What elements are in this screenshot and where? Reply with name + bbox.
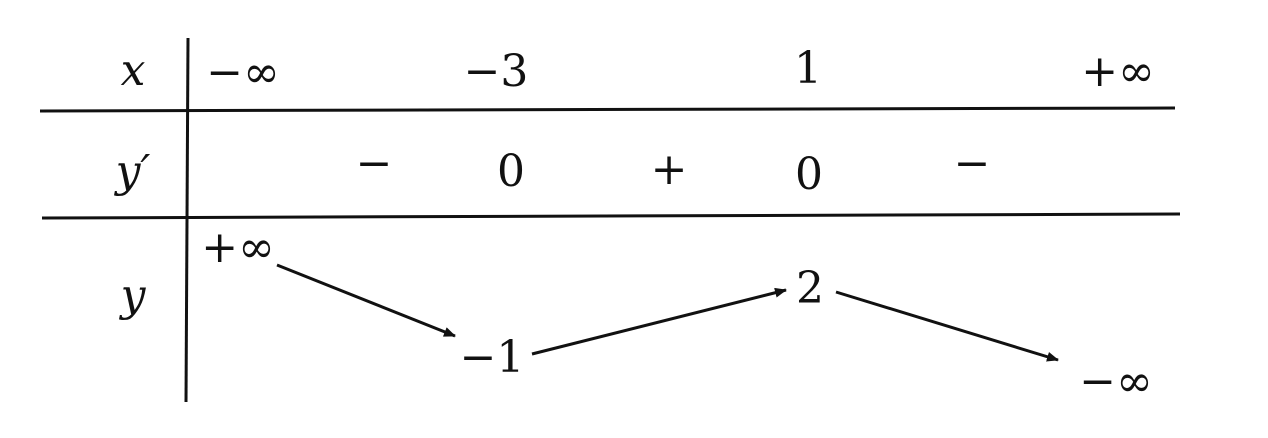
arrow-increasing [531, 287, 787, 356]
arrow-decreasing-1 [276, 263, 456, 338]
arrow-decreasing-2 [835, 290, 1059, 362]
yprime-zero-1: 0 [497, 146, 525, 197]
yprime-sign-2: + [650, 144, 688, 195]
x-value-neg-infinity: −∞ [206, 47, 280, 98]
x-value-neg-3: −3 [463, 46, 529, 97]
yprime-sign-1: − [355, 138, 393, 189]
y-value-start: +∞ [201, 222, 275, 273]
row-divider-bottom [41, 212, 1181, 220]
y-value-local-max: 2 [796, 263, 824, 314]
yprime-row-label: y′ [115, 146, 151, 197]
column-divider [184, 37, 190, 403]
row-divider-top [39, 106, 1176, 113]
x-value-1: 1 [794, 43, 822, 94]
y-row-label: y [120, 270, 146, 321]
yprime-sign-3: − [953, 138, 991, 189]
x-value-pos-infinity: +∞ [1081, 46, 1155, 97]
yprime-zero-2: 0 [795, 149, 823, 200]
x-row-label: x [120, 45, 146, 96]
y-value-local-min: −1 [459, 332, 525, 383]
y-value-end: −∞ [1079, 356, 1153, 407]
